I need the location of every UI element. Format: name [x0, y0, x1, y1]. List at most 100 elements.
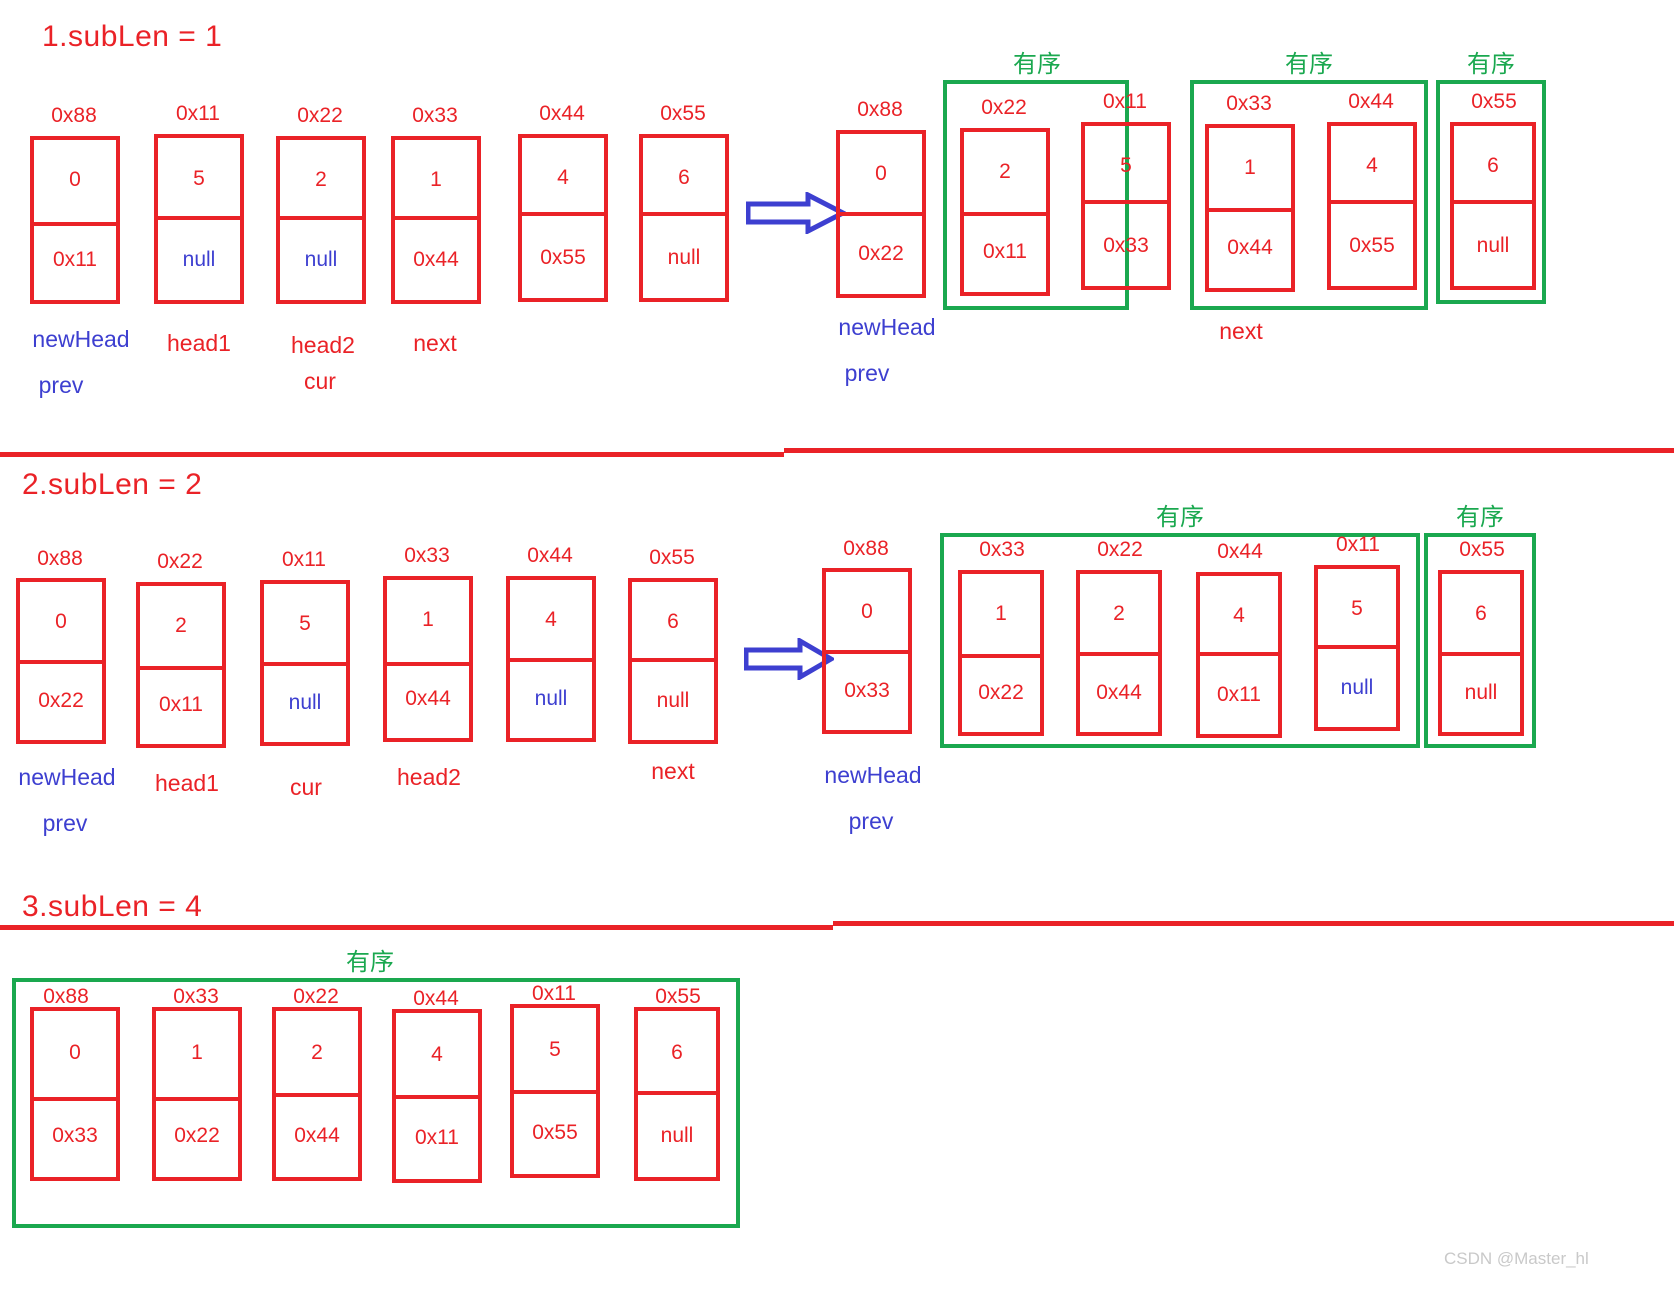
- watermark: CSDN @Master_hl: [1444, 1249, 1589, 1268]
- node-next: 0x44: [1096, 680, 1142, 704]
- list-node: 6 null: [634, 1007, 720, 1181]
- node-divider: [631, 658, 715, 662]
- transition-arrow-icon: [743, 636, 836, 685]
- node-address: 0x33: [1226, 92, 1272, 115]
- node-next: null: [660, 1123, 694, 1147]
- node-value: 5: [1351, 596, 1363, 620]
- node-address: 0x22: [981, 96, 1027, 119]
- pointer-label-head2: head2: [291, 332, 355, 358]
- list-node: 6 null: [1438, 570, 1524, 736]
- node-next: 0x55: [532, 1120, 578, 1144]
- sorted-group: [940, 533, 1420, 748]
- sorted-group: [1424, 533, 1536, 748]
- node-divider: [1453, 200, 1533, 204]
- node-address: 0x33: [173, 985, 219, 1008]
- list-node: 6 null: [628, 578, 718, 744]
- list-node: 4 0x55: [518, 134, 608, 302]
- sorted-group: [12, 978, 740, 1228]
- node-address: 0x44: [1217, 540, 1263, 563]
- node-value: 4: [431, 1042, 443, 1066]
- node-value: 2: [311, 1040, 323, 1064]
- node-next: 0x55: [1349, 234, 1395, 257]
- section-title-sublen-2: 2.subLen = 2: [22, 468, 203, 501]
- list-node: 6 null: [639, 134, 729, 302]
- node-value: 6: [678, 166, 690, 189]
- node-next: 0x22: [978, 680, 1024, 704]
- node-address: 0x55: [649, 546, 695, 569]
- node-next: null: [304, 248, 338, 271]
- node-value: 1: [430, 168, 442, 191]
- pointer-label-head1: head1: [155, 770, 219, 796]
- node-value: 1: [995, 601, 1007, 625]
- node-value: 2: [315, 168, 327, 191]
- node-next: 0x11: [159, 692, 203, 716]
- node-address: 0x22: [293, 985, 339, 1008]
- node-next: 0x44: [1227, 236, 1273, 259]
- node-address: 0x88: [857, 98, 903, 121]
- sorted-group: [1190, 80, 1428, 310]
- node-next: null: [288, 690, 322, 714]
- node-value: 6: [1487, 154, 1499, 177]
- list-node: 1 0x44: [1205, 124, 1295, 292]
- pointer-label-newhead: newHead: [32, 326, 130, 352]
- node-address: 0x11: [1103, 90, 1147, 113]
- node-next: 0x44: [294, 1123, 340, 1147]
- pointer-label-next: next: [413, 330, 457, 356]
- node-address: 0x22: [297, 104, 343, 127]
- node-divider: [155, 1097, 239, 1101]
- section-title-sublen-1: 1.subLen = 1: [42, 20, 223, 53]
- node-address: 0x55: [1471, 90, 1517, 113]
- node-divider: [1330, 200, 1414, 204]
- sorted-group-label: 有序: [1285, 50, 1333, 78]
- pointer-label-newhead: newHead: [18, 764, 116, 790]
- node-divider: [1441, 652, 1521, 656]
- node-next: 0x11: [1217, 682, 1261, 706]
- node-next: 0x44: [413, 248, 459, 271]
- node-address: 0x88: [843, 537, 889, 560]
- node-divider: [513, 1090, 597, 1094]
- node-value: 2: [999, 160, 1011, 183]
- pointer-label-next: next: [1219, 318, 1263, 344]
- node-next: 0x33: [844, 678, 890, 702]
- list-node: 2 0x11: [136, 582, 226, 748]
- list-node: 1 0x44: [383, 576, 473, 742]
- node-next: null: [1340, 675, 1374, 699]
- list-node: 2 0x11: [960, 128, 1050, 296]
- node-next: null: [656, 688, 690, 712]
- node-value: 6: [1475, 601, 1487, 625]
- pointer-label-newhead: newHead: [838, 314, 936, 340]
- sorted-group-label: 有序: [1013, 50, 1061, 78]
- list-node: 4 0x11: [1196, 572, 1282, 738]
- node-address: 0x44: [539, 102, 585, 125]
- node-next: 0x33: [1103, 234, 1149, 257]
- list-node: 5 0x33: [1081, 122, 1171, 290]
- node-value: 0: [69, 1040, 81, 1064]
- section-divider: [833, 921, 1674, 926]
- sorted-group-label: 有序: [1467, 50, 1515, 78]
- node-next: 0x22: [858, 242, 904, 265]
- node-value: 4: [1366, 154, 1378, 177]
- node-divider: [961, 654, 1041, 658]
- list-node: 1 0x22: [958, 570, 1044, 736]
- node-value: 1: [1244, 156, 1256, 179]
- node-value: 0: [55, 609, 67, 633]
- list-node: 5 0x55: [510, 1004, 600, 1178]
- pointer-label-prev: prev: [38, 372, 84, 398]
- section-title-sublen-4: 3.subLen = 4: [22, 890, 203, 923]
- list-node: 5 null: [1314, 565, 1400, 731]
- node-value: 5: [549, 1037, 561, 1061]
- node-address: 0x55: [660, 102, 706, 125]
- node-address: 0x11: [176, 102, 220, 125]
- sorted-group-label: 有序: [346, 948, 394, 976]
- list-node: 4 null: [506, 576, 596, 742]
- node-divider: [642, 212, 726, 216]
- list-node: 5 null: [154, 134, 244, 304]
- node-value: 4: [557, 166, 569, 189]
- node-address: 0x88: [51, 104, 97, 127]
- node-divider: [1317, 645, 1397, 649]
- node-value: 1: [191, 1040, 203, 1064]
- node-value: 2: [1113, 601, 1125, 625]
- transition-arrow-icon: [745, 190, 849, 239]
- list-node: 0 0x11: [30, 136, 120, 304]
- node-divider: [275, 1093, 359, 1097]
